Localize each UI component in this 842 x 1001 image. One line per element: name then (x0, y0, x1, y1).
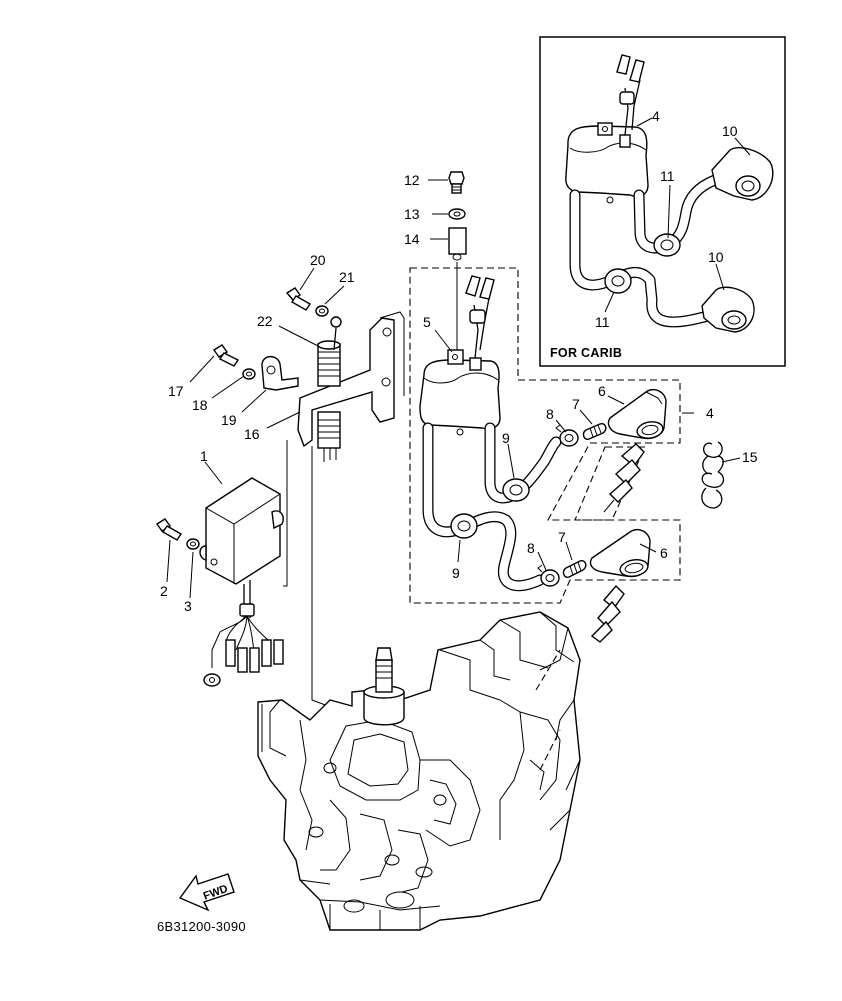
bracket-16 (297, 311, 405, 448)
callout-8-upper: 8 (546, 406, 554, 422)
spark-plug-upper (603, 443, 645, 513)
callout-13: 13 (404, 206, 420, 222)
callout-1: 1 (200, 448, 208, 464)
callout-18: 18 (192, 397, 208, 413)
drawing-code: 6B31200-3090 (157, 919, 246, 934)
washer-18 (242, 368, 256, 380)
bolt-17 (212, 344, 240, 367)
callout-8-lower: 8 (527, 540, 535, 556)
cdi-unit-1 (199, 477, 284, 687)
sleeve-14 (448, 227, 467, 261)
inset-ignition-coil (565, 122, 649, 204)
clamp-8-upper (555, 424, 579, 447)
spring-7-upper (582, 422, 607, 441)
callout-4: 4 (706, 405, 714, 421)
harness-line-left (283, 440, 288, 587)
inset-callout-10-lower: 10 (708, 249, 724, 265)
inset-for-carib: 4 10 11 10 11 FOR CARIB (539, 36, 786, 367)
crankshaft-top (363, 647, 405, 726)
bolt-2 (155, 518, 182, 541)
callout-12: 12 (404, 172, 420, 188)
grommets-9 (450, 478, 530, 539)
inset-callout-10-upper: 10 (722, 123, 738, 139)
callout-16: 16 (244, 426, 260, 442)
inset-callout-11-upper: 11 (660, 168, 675, 184)
engine-block (257, 611, 581, 931)
high-tension-leads-9 (422, 422, 562, 592)
callout-21: 21 (339, 269, 355, 285)
callout-20: 20 (310, 252, 326, 268)
callout-22: 22 (257, 313, 273, 329)
callout-9-lower: 9 (452, 565, 460, 581)
callout-14: 14 (404, 231, 420, 247)
callout-6-lower: 6 (660, 545, 668, 561)
clamp-19 (261, 355, 299, 391)
spark-plug-cap-6-lower (589, 528, 651, 578)
washer-21 (315, 305, 329, 317)
inset-callout-11-lower: 11 (595, 314, 610, 330)
retaining-clip-15 (701, 441, 725, 509)
clamp-8-lower (537, 564, 560, 587)
bolt-12 (448, 171, 465, 194)
spark-plug-cap-6-upper (607, 388, 667, 440)
spark-plug-lower (590, 584, 625, 643)
coil-22 (317, 340, 341, 462)
callout-6-upper: 6 (598, 383, 606, 399)
spring-7-lower (562, 559, 587, 579)
bolt-20 (285, 287, 311, 311)
callout-3: 3 (184, 598, 192, 614)
inset-spark-plug-caps (701, 146, 774, 333)
fwd-arrow-icon: FWD (178, 873, 235, 912)
inset-lead-wires (616, 54, 645, 136)
callout-9-upper: 9 (502, 430, 510, 446)
callout-17: 17 (168, 383, 184, 399)
plug-port-dashes (535, 649, 561, 771)
callout-15: 15 (742, 449, 758, 465)
callout-5: 5 (423, 314, 431, 330)
callout-2: 2 (160, 583, 168, 599)
inset-ht-leads (569, 174, 721, 328)
callout-7-upper: 7 (572, 396, 580, 412)
washer-3 (186, 538, 200, 550)
inset-callout-4: 4 (652, 108, 660, 124)
bolt-21-washer (330, 316, 342, 351)
callout-19: 19 (221, 412, 237, 428)
inset-caption: FOR CARIB (550, 346, 622, 360)
washer-13 (448, 208, 466, 220)
harness-line-right (311, 446, 345, 713)
inset-grommets (604, 233, 681, 294)
ignition-coil-5 (419, 275, 501, 436)
callout-7-lower: 7 (558, 529, 566, 545)
